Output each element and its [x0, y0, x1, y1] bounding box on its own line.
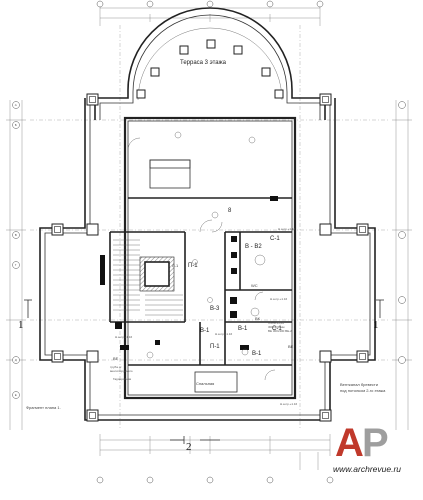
section-mark-left-label: 1 — [18, 319, 24, 331]
note-right-line1: Вентканал бревести — [340, 382, 378, 387]
spec-note-line1: h отм.+3,85 — [268, 321, 284, 325]
equip-b1b: В-1 — [238, 326, 248, 332]
section-mark-bottom-label: 2 — [186, 441, 192, 453]
axis-left-2: Б — [15, 123, 17, 127]
pipe-note-line1: труба от — [110, 365, 122, 369]
equip-p1: П-1 — [188, 263, 198, 269]
right-dimensions — [392, 100, 412, 430]
equip-p1b: П-1 — [210, 344, 220, 350]
equip-sect-b2: В - В2 — [245, 244, 262, 250]
axis-left-4: Г — [15, 263, 17, 267]
left-dimensions — [6, 100, 26, 430]
spec-note-line2: 300х300 мм — [268, 325, 284, 329]
axis-left-3: В — [15, 233, 17, 237]
wc-label: WC — [251, 283, 258, 288]
vent-bottom-label: ВЕ — [113, 356, 119, 361]
watermark-logo-p: P — [362, 421, 389, 465]
wardrobe-label: Гардеробная — [113, 377, 132, 381]
elev-note-3: Н.а.пр.+1.16 — [278, 227, 296, 231]
elev-note-5: Н.а.пр.+1.16 — [280, 402, 298, 406]
axis-left-5: Д — [15, 358, 17, 362]
note-right-line2: под потолком 2-го этажа — [340, 388, 386, 393]
section-mark-left: 1 — [18, 299, 32, 331]
section-mark-right-label: 1 — [373, 319, 379, 331]
bedroom-label: Спальная — [196, 381, 214, 386]
watermark-logo-a: A — [335, 421, 364, 465]
equip-num8: 8 — [228, 208, 232, 214]
axis-bubbles-right — [398, 101, 406, 364]
section-mark-right: 1 — [373, 299, 384, 331]
section-mark-bottom: 2 — [170, 436, 220, 453]
equip-c1: С-1 — [270, 236, 280, 242]
building-walls — [100, 116, 297, 400]
axis-bubbles-left: А Б В Г Д Е — [12, 101, 20, 399]
equip-b3: В-3 — [210, 306, 220, 312]
axis-bubbles-top — [96, 0, 334, 484]
equip-c1b: С-1 — [272, 326, 282, 332]
elev-note-1: Н.а.пр.+1.16 — [115, 335, 133, 339]
outer-outline — [39, 93, 376, 422]
terrace-title: Терраса 3 этажа — [180, 60, 227, 66]
fragment-label: Фрагмент плана 1. — [26, 405, 61, 410]
axis-left-6: Е — [15, 393, 17, 397]
bottom-dimensions — [99, 434, 331, 470]
spec-note-line3: ВЕ 300х300 ВЕ-2 — [268, 329, 292, 333]
equip-b1: В-1 — [200, 328, 210, 334]
axis-left-1: А — [15, 103, 17, 107]
pipe-note-line2: вентилируемого — [110, 369, 133, 373]
watermark-site: www.archrevue.ru — [333, 464, 401, 474]
archrevue-watermark: A P www.archrevue.ru — [333, 421, 401, 474]
vent-right-label: ВЕ — [288, 344, 294, 349]
vk-label: ВК — [255, 316, 261, 321]
elev-note-2: Н.а.пр.+1.16 — [215, 332, 233, 336]
equip-l1: Л-1 — [172, 263, 179, 268]
equip-b1c: В-1 — [252, 351, 262, 357]
elev-note-4: Н.а.пр.+1.16 — [270, 297, 288, 301]
